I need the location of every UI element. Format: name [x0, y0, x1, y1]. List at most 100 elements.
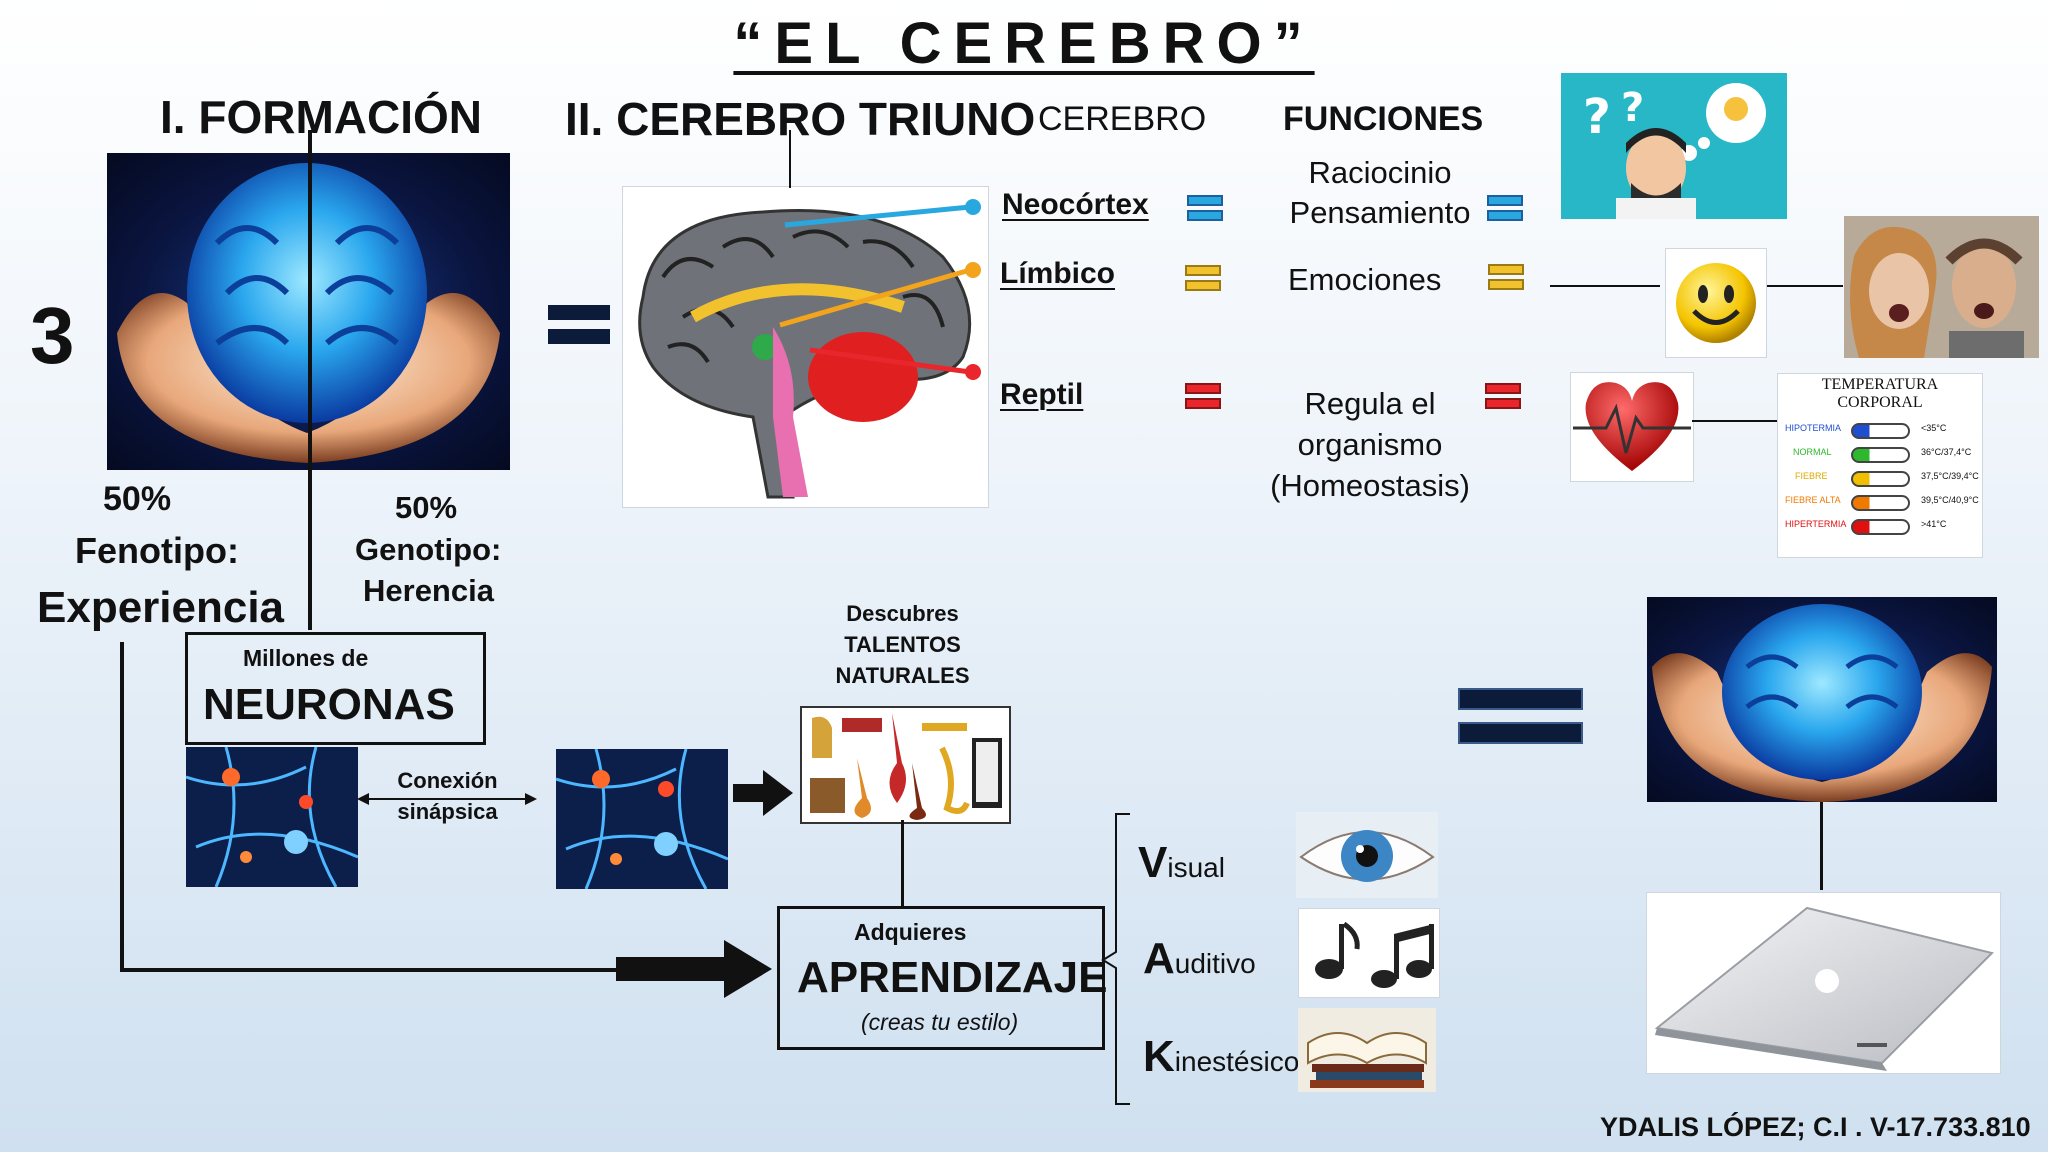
equals-reptil-fn-icon: [1485, 383, 1521, 411]
instruments-connector: [901, 820, 904, 906]
temp-value: 36°C/37,4°C: [1921, 447, 1972, 457]
temp-label: FIEBRE ALTA: [1785, 495, 1841, 505]
temperature-row: HIPOTERMIA <35°C: [1781, 418, 1981, 442]
styles-bracket: [1101, 813, 1130, 1105]
arrow-right-big-icon: [616, 940, 772, 998]
brain-hands-icon: [1647, 597, 1997, 802]
thermo-bar: [1851, 447, 1910, 463]
temperature-title-1: TEMPERATURA: [1821, 376, 1939, 393]
aprendizaje-small: Adquieres: [854, 919, 967, 945]
temperature-title: TEMPERATURA CORPORAL: [1778, 376, 1982, 412]
style-auditivo-initial: A: [1143, 934, 1175, 983]
temp-value: 39,5°C/40,9°C: [1921, 495, 1979, 505]
style-kinestesico: Kinestésico: [1143, 1032, 1299, 1082]
thermo-bar: [1851, 519, 1910, 535]
neuronas-small: Millones de: [243, 645, 369, 671]
temperature-row: FIEBRE 37,5°C/39,4°C: [1781, 466, 1981, 490]
equals-reptil-icon: [1185, 383, 1221, 411]
talentos-line3: NATURALES: [835, 663, 970, 688]
style-auditivo-rest: uditivo: [1174, 948, 1256, 979]
function-emociones: Emociones: [1288, 262, 1442, 297]
temp-label: HIPOTERMIA: [1785, 423, 1842, 433]
divider-line: [308, 130, 312, 630]
author-credit: YDALIS LÓPEZ; C.I . V-17.733.810: [1600, 1112, 2031, 1142]
aprendizaje-note: (creas tu estilo): [861, 1009, 1019, 1035]
brain-laptop-connector: [1820, 802, 1823, 890]
temp-label: FIEBRE: [1795, 471, 1828, 481]
music-notes-icon: [1298, 908, 1440, 998]
neuronas-box: Millones de NEURONAS: [185, 632, 486, 745]
style-visual: Visual: [1138, 838, 1225, 888]
temp-value: 37,5°C/39,4°C: [1921, 471, 1979, 481]
books-icon: [1298, 1008, 1436, 1092]
thinking-person-icon: ? ?: [1561, 73, 1787, 219]
temp-value: >41°C: [1921, 519, 1947, 529]
experiencia-connector-horizontal: [120, 968, 620, 972]
fenotipo-experiencia: Experiencia: [37, 583, 285, 632]
section-formacion: I. FORMACIÓN: [160, 91, 482, 143]
genotipo-herencia: Herencia: [363, 573, 494, 608]
temperature-rows: HIPOTERMIA <35°C NORMAL 36°C/37,4°C FIEB…: [1781, 418, 1981, 538]
function-reptil: Regula el organismo (Homeostasis): [1250, 383, 1490, 506]
equals-neocortex-icon: [1187, 195, 1223, 223]
heart-pulse-icon: [1570, 372, 1694, 482]
neurons-icon: [556, 749, 728, 889]
style-kinestesico-rest: inestésico: [1174, 1046, 1300, 1077]
heart-line: [1692, 420, 1777, 422]
triune-brain-icon: [622, 186, 989, 508]
temp-label: HIPERTERMIA: [1785, 519, 1847, 529]
emotion-line-1: [1550, 285, 1660, 287]
conexion-line2: sinápsica: [397, 799, 498, 824]
conexion-line1: Conexión: [397, 768, 498, 793]
temperature-row: HIPERTERMIA >41°C: [1781, 514, 1981, 538]
aprendizaje-big: APRENDIZAJE: [797, 953, 1108, 1002]
fenotipo-percent: 50%: [103, 480, 172, 518]
genotipo-label: Genotipo:: [355, 532, 502, 567]
svg-text:?: ?: [1621, 85, 1644, 131]
svg-text:?: ?: [1583, 89, 1611, 145]
neuronas-big: NEURONAS: [203, 680, 455, 729]
part-limbico: Límbico: [1000, 257, 1116, 290]
temp-value: <35°C: [1921, 423, 1947, 433]
equals-big-sign: [1458, 688, 1583, 746]
double-arrow-icon: [357, 793, 537, 805]
thermo-bar: [1851, 495, 1910, 511]
page-title: “EL CEREBRO”: [733, 11, 1315, 76]
talentos-line1: Descubres: [846, 601, 959, 626]
fenotipo-label: Fenotipo:: [75, 530, 239, 571]
style-kinestesico-initial: K: [1143, 1032, 1175, 1081]
column-funciones: FUNCIONES: [1283, 100, 1484, 138]
instruments-icon: [800, 706, 1011, 824]
number-three: 3: [30, 291, 75, 380]
style-auditivo: Auditivo: [1143, 934, 1256, 984]
emotion-line-2: [1765, 285, 1843, 287]
laptop-icon: [1646, 892, 2001, 1074]
function-organismo: organismo: [1297, 427, 1443, 462]
triune-connector: [789, 130, 791, 188]
function-regula: Regula el: [1304, 386, 1436, 421]
function-pensamiento: Pensamiento: [1289, 195, 1471, 230]
neurons-icon: [186, 747, 358, 887]
equals-limbico-fn-icon: [1488, 264, 1524, 292]
talentos-line2: TALENTOS: [844, 632, 961, 657]
function-homeostasis: (Homeostasis): [1270, 468, 1470, 503]
temperature-title-2: CORPORAL: [1837, 394, 1923, 411]
equals-limbico-icon: [1185, 265, 1221, 293]
aprendizaje-box: Adquieres APRENDIZAJE (creas tu estilo): [777, 906, 1108, 1050]
function-neocortex: Raciocinio Pensamiento: [1260, 153, 1500, 233]
smiley-icon: [1665, 248, 1767, 358]
eye-icon: [1296, 812, 1438, 898]
function-raciocinio: Raciocinio: [1308, 155, 1452, 190]
part-reptil: Reptil: [1000, 378, 1084, 411]
arrow-right-icon: [733, 770, 793, 816]
thermo-bar: [1851, 471, 1910, 487]
style-visual-rest: isual: [1167, 852, 1225, 883]
temperature-row: FIEBRE ALTA 39,5°C/40,9°C: [1781, 490, 1981, 514]
genotipo-percent: 50%: [395, 490, 458, 525]
conexion-label: Conexión sinápsica: [370, 765, 525, 827]
column-cerebro: CEREBRO: [1038, 100, 1207, 138]
scared-people-icon: [1844, 216, 2039, 358]
equals-sign: [548, 305, 610, 344]
part-neocortex: Neocórtex: [1002, 188, 1149, 221]
temp-label: NORMAL: [1793, 447, 1832, 457]
